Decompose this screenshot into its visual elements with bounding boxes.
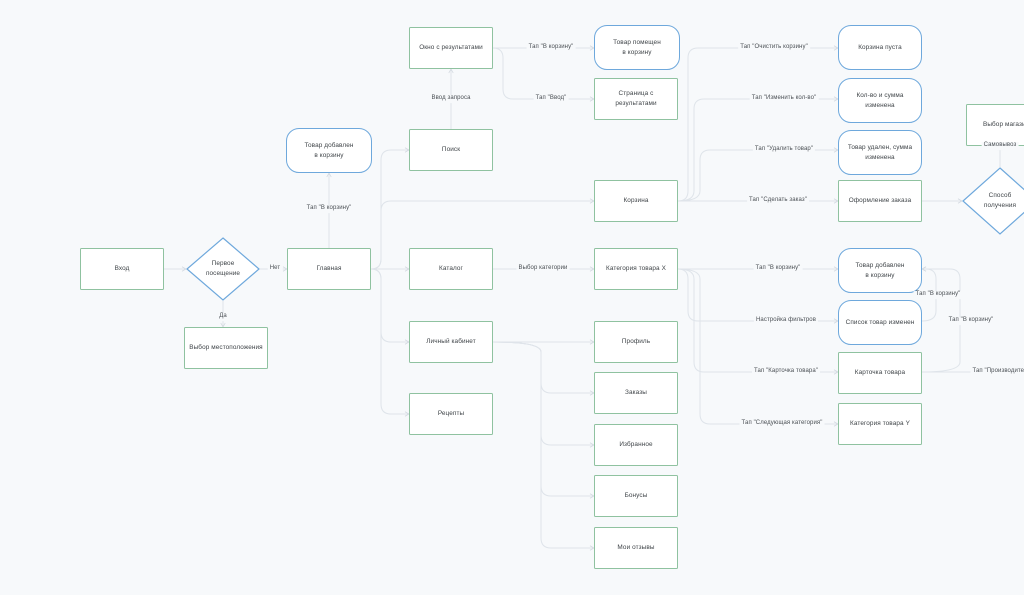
node-label: Окно с результатами (419, 44, 483, 52)
node-lichniy[interactable]: Личный кабинет (409, 321, 493, 363)
node-label: Категория товара Y (850, 420, 910, 428)
edge-label-l_vvod: Тап "Ввод" (533, 95, 569, 103)
node-label: Мои отзывы (617, 544, 655, 552)
node-bonusy[interactable]: Бонусы (594, 475, 678, 517)
edge-label-l_vvod_zaprosa: Ввод запроса (429, 95, 473, 103)
diamond-shape (962, 167, 1024, 235)
node-moi_otzyvy[interactable]: Мои отзывы (594, 527, 678, 569)
edge-label-l_vkorzinu_4: Тап "В корзину" (913, 291, 963, 299)
node-label: Избранное (619, 441, 653, 449)
edge-label-l_da: Да (217, 313, 229, 321)
node-label: Корзина (623, 197, 649, 205)
node-label: Рецепты (437, 410, 465, 418)
edge-label-l_nastroyka: Настройка фильтров (753, 317, 819, 325)
node-label: Карточка товара (854, 369, 906, 377)
node-korzina[interactable]: Корзина (594, 180, 678, 222)
node-label: Каталог (439, 265, 463, 273)
node-label: Поиск (441, 146, 461, 154)
node-label: Страница с результатами (615, 90, 657, 107)
node-label: Выбор местоположения (189, 344, 263, 352)
edge-label-l_net: Нет (267, 265, 283, 273)
node-okno_rez[interactable]: Окно с результатами (409, 27, 493, 69)
node-vybor_mesto[interactable]: Выбор местоположения (184, 327, 268, 369)
edge-label-l_sdelat: Тап "Сделать заказ" (747, 197, 809, 205)
edge-glavnaya-recepty (370, 268, 410, 417)
node-label: Профиль (621, 338, 651, 346)
node-kategoriya_y[interactable]: Категория товара Y (838, 403, 922, 445)
edge-kategoriyax-kategoriyay (677, 268, 839, 427)
node-vhod[interactable]: Вход (80, 248, 164, 290)
node-stranica_rez[interactable]: Страница с результатами (594, 78, 678, 120)
node-label: Корзина пуста (858, 43, 902, 51)
edge-label-l_vkorzinu_3: Тап "В корзину" (753, 265, 803, 273)
edge-kategoriyax-spisok (677, 268, 839, 324)
node-label: Личный кабинет (426, 338, 476, 346)
node-label: Выбор магазина (982, 121, 1024, 129)
node-korzina_pusta[interactable]: Корзина пуста (838, 25, 922, 70)
node-kartochka[interactable]: Карточка товара (838, 352, 922, 394)
node-zakazy[interactable]: Заказы (594, 372, 678, 414)
edge-glavnaya-poisk (370, 147, 410, 270)
node-recepty[interactable]: Рецепты (409, 393, 493, 435)
node-label: Главная (316, 265, 342, 273)
node-katalog[interactable]: Каталог (409, 248, 493, 290)
edge-label-l_izmenit: Тап "Изменить кол-во" (749, 95, 819, 103)
edge-label-l_proizvoditel: Тап "Производител (970, 368, 1024, 376)
edge-label-l_vkorzinu_2: Тап "В корзину" (304, 205, 354, 213)
edge-lichniy-bonusy (492, 341, 595, 499)
edge-lichniy-izbrannoe (492, 341, 595, 448)
node-spisok_izmenen[interactable]: Список товар изменен (838, 300, 922, 345)
node-label: Оформление заказа (848, 197, 912, 205)
node-label: Категория товара X (606, 265, 666, 273)
edge-label-l_vybor_kat: Выбор категории (516, 265, 570, 273)
node-oformlenie[interactable]: Оформление заказа (838, 180, 922, 222)
edge-korzina-udalen (677, 147, 839, 202)
node-kategoriya_x[interactable]: Категория товара X (594, 248, 678, 290)
edge-label-l_samovyvoz: Самовывоз (981, 142, 1019, 150)
edge-label-l_vkorzinu_1: Тап "В корзину" (526, 44, 576, 52)
diamond-shape (186, 237, 260, 301)
node-label: Список товар изменен (845, 318, 915, 326)
edge-label-l_kartochka: Тап "Карточка товара" (752, 368, 820, 376)
node-label: Заказы (625, 389, 647, 397)
node-poisk[interactable]: Поиск (409, 129, 493, 171)
edge-glavnaya-lichniy (370, 268, 410, 345)
node-izbrannoe[interactable]: Избранное (594, 424, 678, 466)
edge-label-l_ochistit: Тап "Очистить корзину" (738, 44, 810, 52)
edge-label-l_udalit: Тап "Удалить товар" (752, 146, 816, 154)
edge-lichniy-otzyvy (492, 341, 595, 551)
edge-label-l_sleduyushaya: Тап "Следующая категория" (739, 420, 825, 428)
edge-korzina-pusta (677, 45, 839, 202)
edge-lichniy-zakazy (492, 341, 595, 396)
node-profil[interactable]: Профиль (594, 321, 678, 363)
edge-label-l_vkorzinu_5: Тап "В корзину" (946, 317, 996, 325)
node-label: Бонусы (624, 492, 648, 500)
node-glavnaya[interactable]: Главная (287, 248, 371, 290)
edge-okno-stranica (492, 47, 595, 102)
node-label: Вход (114, 265, 130, 273)
node-vybor_magazina[interactable]: Выбор магазина (966, 104, 1024, 146)
